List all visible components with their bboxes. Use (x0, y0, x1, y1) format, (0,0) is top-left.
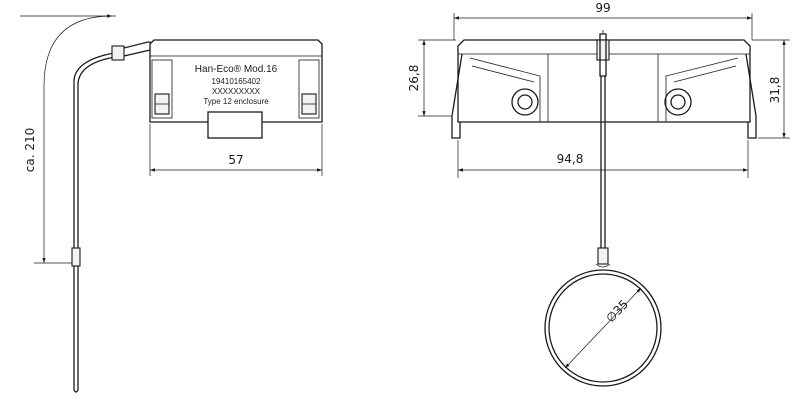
top-width-label: 99 (595, 1, 610, 15)
side-width-label: 57 (228, 153, 243, 167)
side-width-dimension: 57 (149, 124, 323, 176)
front-view: 99 (407, 1, 790, 387)
label-line-4: Type 12 enclosure (203, 97, 269, 106)
height-total-label: 31,8 (768, 77, 782, 104)
cable-length-label: ca. 210 (23, 128, 37, 172)
cable-loop (544, 76, 662, 387)
loop-diameter-dimension: ∅35 (564, 287, 642, 369)
side-view: ca. 210 (20, 14, 323, 393)
label-line-3: XXXXXXXXX (212, 87, 261, 96)
cable-length-dimension: ca. 210 (20, 14, 116, 264)
hanging-cable (71, 52, 116, 393)
height-small-label: 26,8 (407, 65, 421, 92)
loop-diameter-label: ∅35 (603, 297, 631, 325)
housing-side (149, 39, 323, 139)
label-line-1: Han-Eco® Mod.16 (195, 64, 278, 75)
housing-front (451, 30, 757, 139)
product-label: Han-Eco® Mod.16 19410165402 XXXXXXXXX Ty… (195, 64, 278, 106)
height-total-dimension: 31,8 (752, 39, 790, 139)
label-line-2: 19410165402 (212, 77, 261, 86)
inner-width-label: 94,8 (557, 152, 584, 166)
top-width-dimension: 99 (453, 1, 753, 40)
height-small-dimension: 26,8 (407, 39, 456, 117)
inner-width-dimension: 94,8 (457, 140, 749, 178)
